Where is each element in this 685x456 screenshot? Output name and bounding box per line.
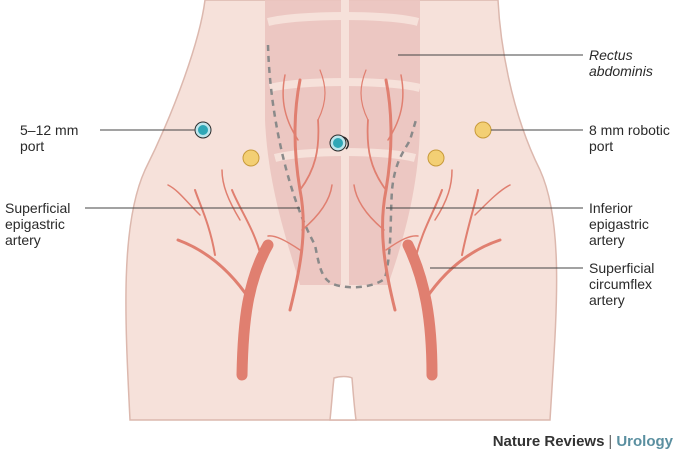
leader-lines [85,54,583,269]
label-5-12mm-port: 5–12 mm port [20,122,79,154]
label-superficial-epigastric-artery: Superficial epigastric artery [5,200,71,248]
yellow-circle-port-icon [242,149,260,167]
leg-gap [329,375,357,421]
publication-name: Nature Reviews [492,433,605,450]
yellow-circle-port-icon [474,121,492,139]
yellow-circle-port-icon [427,149,445,167]
credit-separator: | [608,433,613,450]
publication-credit: Nature Reviews|Urology [493,433,673,450]
teal-circle-port-icon [194,121,212,139]
journal-name: Urology [616,433,673,450]
arteries [167,69,511,381]
label-superficial-circumflex-artery: Superficial circumflex artery [589,260,655,308]
label-8mm-robotic-port: 8 mm robotic port [589,122,670,154]
label-inferior-epigastric-artery: Inferior epigastric artery [589,200,649,248]
label-rectus-abdominis: Rectus abdominis [589,47,653,79]
teal-circle-port-icon [329,134,350,152]
rectus-dashed-outline [266,44,418,289]
